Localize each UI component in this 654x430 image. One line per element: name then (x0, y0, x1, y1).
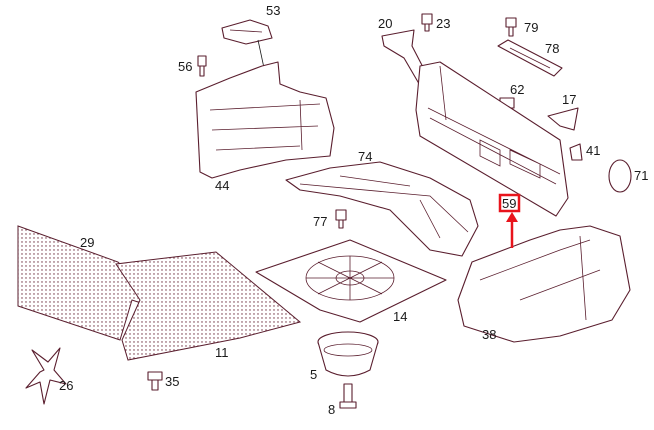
part-44-side-trim[interactable] (195, 61, 335, 179)
label-23: 23 (436, 16, 450, 31)
label-79: 79 (524, 20, 538, 35)
part-79-clip[interactable] (505, 17, 517, 37)
label-14: 14 (393, 309, 407, 324)
part-59-rear-panel[interactable] (415, 61, 569, 217)
label-5: 5 (310, 367, 317, 382)
part-14-trunk-floor[interactable] (255, 239, 447, 323)
label-26: 26 (59, 378, 73, 393)
label-62: 62 (510, 82, 524, 97)
part-53-bracket[interactable] (221, 19, 273, 69)
part-35-clip[interactable] (147, 371, 163, 391)
label-78: 78 (545, 41, 559, 56)
part-56-clip[interactable] (197, 55, 207, 77)
label-11: 11 (215, 345, 229, 360)
label-74: 74 (358, 149, 372, 164)
label-8: 8 (328, 402, 335, 417)
part-71-cap[interactable] (608, 159, 632, 193)
part-23-clip[interactable] (421, 13, 433, 32)
part-77-clip[interactable] (335, 209, 347, 229)
label-20: 20 (378, 16, 392, 31)
part-26-fan[interactable] (25, 347, 67, 405)
highlight-arrow-head-icon (506, 212, 518, 222)
part-74-parcel-shelf[interactable] (285, 161, 479, 257)
label-35: 35 (165, 374, 179, 389)
part-41-clip[interactable] (569, 143, 583, 161)
label-38: 38 (482, 327, 496, 342)
part-17-bracket[interactable] (547, 107, 579, 131)
label-44: 44 (215, 178, 229, 193)
part-38-wheelhouse-trim[interactable] (457, 225, 631, 343)
part-78-strip[interactable] (497, 39, 563, 77)
part-11-floor-mat[interactable] (115, 251, 302, 361)
label-41: 41 (586, 143, 600, 158)
label-77: 77 (313, 214, 327, 229)
label-59: 59 (502, 196, 516, 211)
part-8-screw[interactable] (339, 383, 357, 409)
highlight-part-59[interactable]: 59 (498, 193, 521, 248)
label-53: 53 (266, 3, 280, 18)
label-29: 29 (80, 235, 94, 250)
part-5-spare-wheel-bin[interactable] (317, 331, 379, 377)
label-17: 17 (562, 92, 576, 107)
label-56: 56 (178, 59, 192, 74)
label-71: 71 (634, 168, 648, 183)
